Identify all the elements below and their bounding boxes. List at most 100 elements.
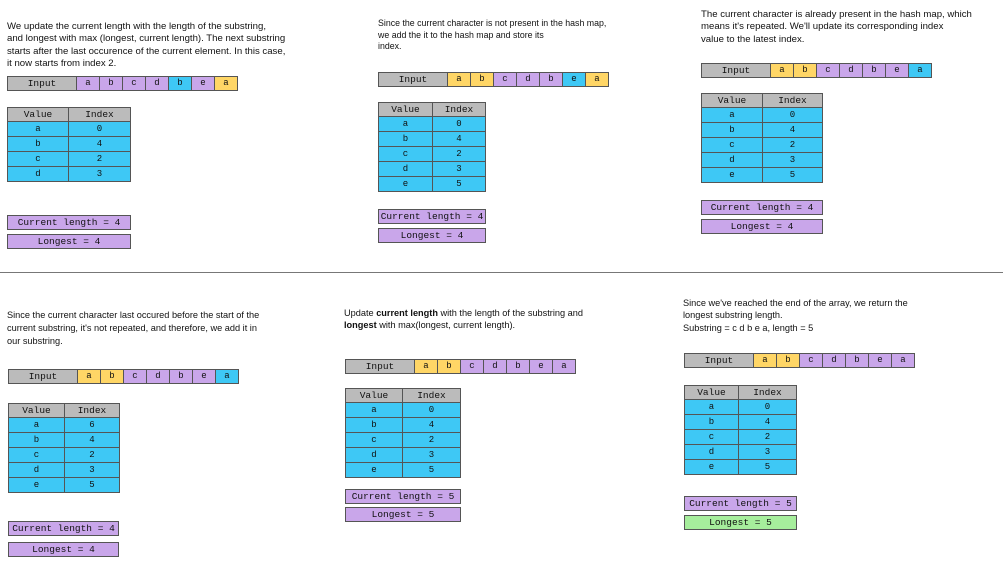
index-cell: 3 (739, 445, 797, 460)
input-label: Input (684, 353, 754, 368)
value-cell: d (8, 463, 65, 478)
caption-line: Substring = c d b e a, length = 5 (683, 322, 814, 333)
current-length-box: Current length = 4 (8, 521, 119, 536)
input-cell: e (563, 72, 586, 87)
value-header: Value (345, 388, 403, 403)
index-cell: 2 (69, 152, 131, 167)
value-cell: a (701, 108, 763, 123)
value-cell: b (684, 415, 739, 430)
longest-box: Longest = 4 (701, 219, 823, 234)
caption-line: it now starts from index 2. (7, 58, 117, 70)
caption-line: The current character is already present… (701, 9, 972, 20)
value-cell: e (8, 478, 65, 493)
input-cell: a (77, 76, 100, 91)
panel-4-caption: Since the current character last occured… (7, 309, 307, 348)
value-header: Value (684, 385, 739, 400)
input-cell: d (517, 72, 540, 87)
value-cell: a (7, 122, 69, 137)
caption-line: we add the it to the hash map and store … (378, 29, 544, 40)
input-cell: b (100, 76, 123, 91)
value-cell: c (378, 147, 433, 162)
input-cell: a (215, 76, 238, 91)
input-label: Input (701, 63, 771, 78)
input-cell: b (169, 76, 192, 91)
caption-line: means it's repeated. We'll update its co… (701, 21, 944, 33)
index-cell: 5 (403, 463, 461, 478)
panel-6-caption: Since we've reached the end of the array… (683, 297, 983, 334)
longest-box: Longest = 5 (684, 515, 797, 530)
input-cell: e (192, 76, 215, 91)
input-cell: a (754, 353, 777, 368)
value-cell: b (7, 137, 69, 152)
current-length-box: Current length = 4 (7, 215, 131, 230)
input-cell: e (530, 359, 553, 374)
input-cell: c (461, 359, 484, 374)
value-cell: d (345, 448, 403, 463)
input-cell: a (909, 63, 932, 78)
input-cell: a (771, 63, 794, 78)
input-cell: c (494, 72, 517, 87)
value-cell: d (7, 167, 69, 182)
value-cell: a (345, 403, 403, 418)
input-cell: c (124, 369, 147, 384)
index-cell: 4 (403, 418, 461, 433)
value-cell: e (345, 463, 403, 478)
value-header: Value (378, 102, 433, 117)
longest-box: Longest = 4 (378, 228, 486, 243)
input-cell: c (817, 63, 840, 78)
value-header: Value (701, 93, 763, 108)
input-cell: e (193, 369, 216, 384)
input-cell: b (170, 369, 193, 384)
value-cell: c (684, 430, 739, 445)
panel-2-caption: Since the current character is not prese… (378, 18, 638, 53)
index-header: Index (69, 107, 131, 122)
value-cell: c (345, 433, 403, 448)
index-cell: 3 (403, 448, 461, 463)
input-cell: d (484, 359, 507, 374)
input-cell: a (415, 359, 438, 374)
caption-line: longest substring length. (683, 310, 783, 321)
current-length-box: Current length = 5 (345, 489, 461, 504)
index-cell: 3 (65, 463, 120, 478)
value-cell: e (378, 177, 433, 192)
input-cell: d (147, 369, 170, 384)
current-length-box: Current length = 5 (684, 496, 797, 511)
caption-line: Update current length with the length of… (344, 308, 584, 318)
input-cell: b (438, 359, 461, 374)
caption-line: We update the current length with the le… (7, 21, 267, 32)
input-label: Input (7, 76, 77, 91)
index-cell: 5 (65, 478, 120, 493)
index-cell: 6 (65, 418, 120, 433)
caption-line: starts after the last occurence of the c… (7, 45, 286, 57)
value-cell: e (684, 460, 739, 475)
input-cell: b (794, 63, 817, 78)
value-cell: a (684, 400, 739, 415)
caption-line: Since we've reached the end of the array… (683, 298, 908, 308)
input-cell: b (101, 369, 124, 384)
input-cell: b (507, 359, 530, 374)
input-cell: d (840, 63, 863, 78)
